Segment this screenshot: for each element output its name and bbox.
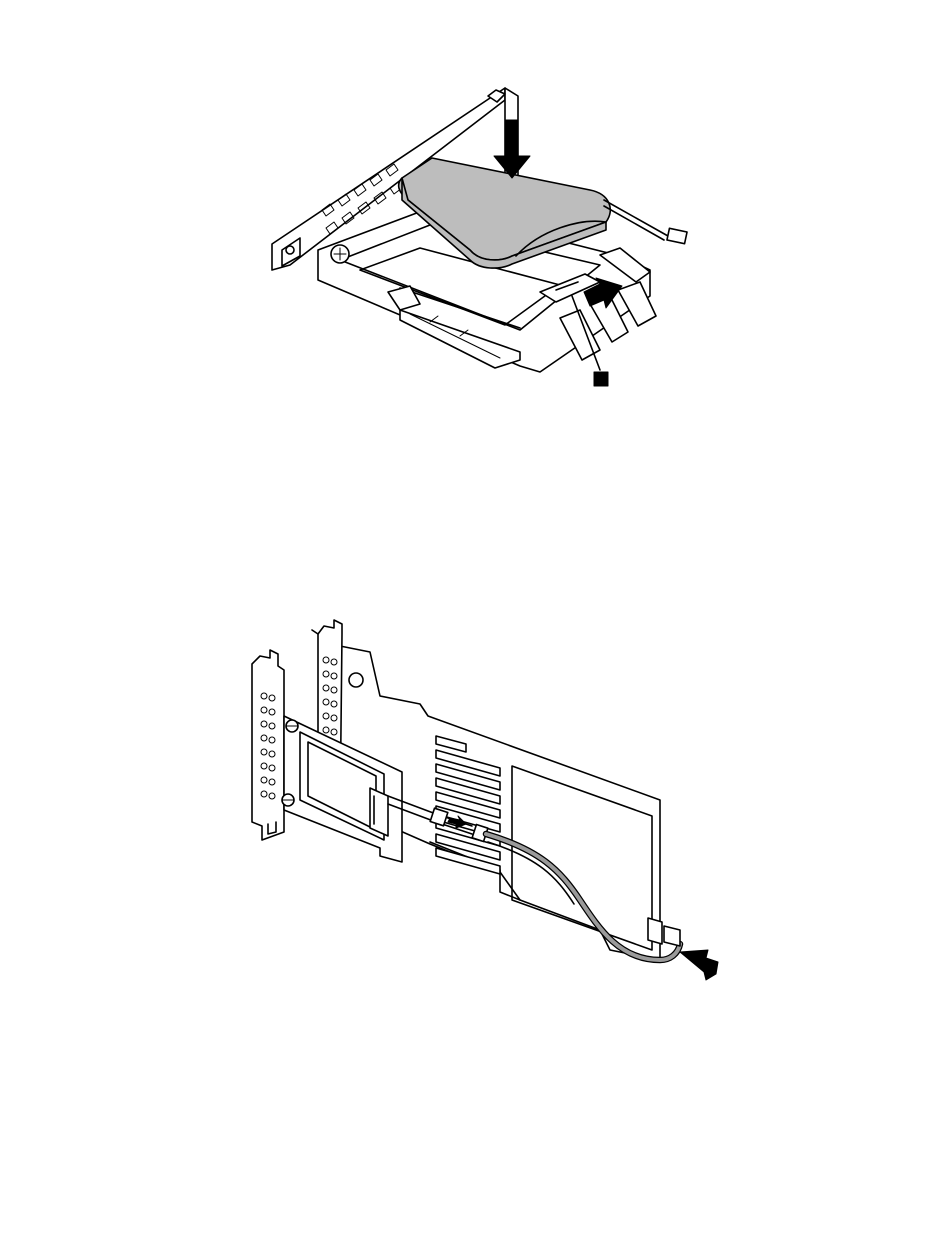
figure-battery-cable-connection bbox=[0, 600, 950, 1020]
figure-battery-installation bbox=[0, 60, 950, 420]
battery-connector bbox=[667, 228, 687, 243]
arrow-down-icon bbox=[494, 120, 530, 178]
card-battery-connector bbox=[648, 918, 680, 946]
cable-connector-a bbox=[430, 808, 448, 826]
raid-card-diagram bbox=[0, 600, 950, 1020]
battery-holder-diagram bbox=[0, 60, 950, 420]
arrow-left-icon bbox=[680, 950, 718, 980]
front-pci-bracket bbox=[252, 650, 284, 840]
